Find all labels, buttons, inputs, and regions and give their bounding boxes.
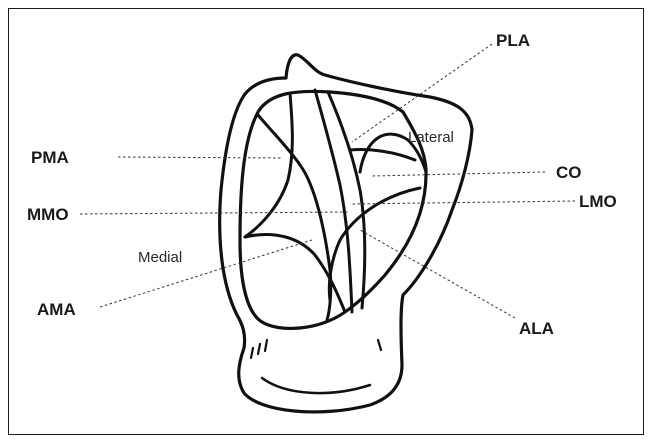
label-ama: AMA (37, 300, 76, 319)
shaft-tick-3 (265, 340, 267, 351)
label-pma: PMA (31, 148, 69, 167)
label-lateral: Lateral (408, 129, 454, 146)
shaft-tick-2 (258, 344, 260, 354)
leader-ama (100, 240, 312, 307)
label-lmo: LMO (579, 192, 617, 211)
shaft-tick-4 (378, 340, 381, 350)
label-medial: Medial (138, 249, 182, 266)
label-ala: ALA (519, 319, 554, 338)
leader-mmo (80, 212, 350, 214)
fiber-pla (350, 149, 415, 160)
shaft-curve (262, 378, 370, 393)
fiber-pma (245, 93, 292, 237)
label-pla: PLA (496, 31, 530, 50)
shaft-tick-1 (251, 348, 253, 358)
label-co: CO (556, 163, 582, 182)
fiber-mmo (258, 115, 331, 320)
leader-co (372, 172, 545, 176)
leader-pma (118, 157, 283, 158)
fiber-central-medial (315, 90, 352, 312)
fiber-central-lateral (328, 92, 365, 308)
label-mmo: MMO (27, 205, 69, 224)
